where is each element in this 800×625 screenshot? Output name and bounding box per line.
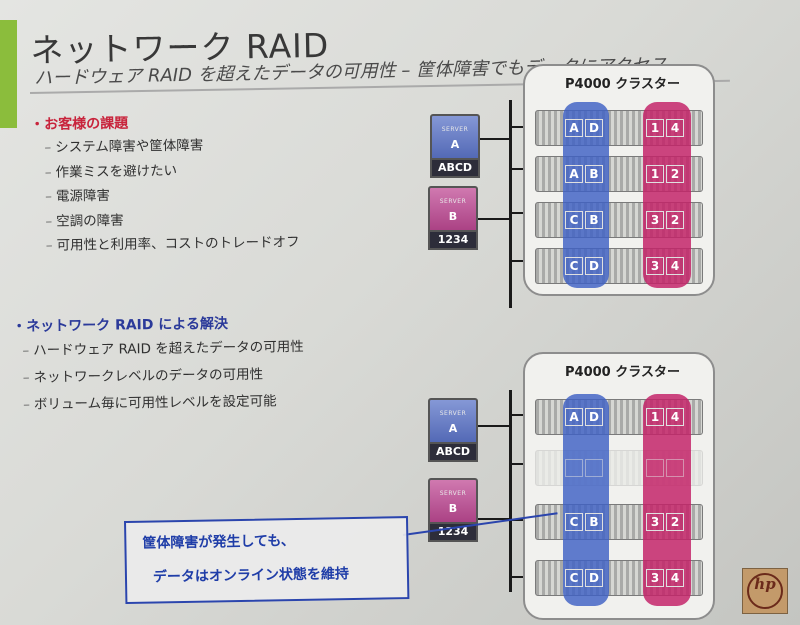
cluster-title: P4000 クラスター	[565, 365, 680, 380]
hp-logo: hp	[742, 568, 788, 614]
bus-link	[510, 260, 535, 262]
failure-callout: 筐体障害が発生しても、 データはオンライン状態を維持	[124, 516, 410, 604]
block-label: B	[585, 211, 603, 229]
bus-link	[476, 425, 510, 427]
callout-line-2: データはオンライン状態を維持	[152, 566, 350, 586]
cluster-title: P4000 クラスター	[565, 77, 680, 92]
block-label: 3	[646, 211, 664, 229]
block-label: 4	[666, 569, 684, 587]
server-label: SERVER	[441, 126, 469, 133]
block-label: 3	[646, 569, 664, 587]
block-label: 1	[646, 165, 664, 183]
list-item: –ボリューム毎に可用性レベルを設定可能	[23, 393, 277, 413]
bus-link	[510, 414, 535, 416]
volume-abcd	[563, 394, 609, 606]
logo-ring	[747, 573, 783, 609]
server-b: SERVER B 1234	[428, 478, 478, 542]
block-label: A	[565, 408, 583, 426]
list-item: –電源障害	[45, 187, 111, 205]
block-label: B	[585, 513, 603, 531]
server-letter: A	[448, 422, 458, 435]
block-label: 2	[666, 513, 684, 531]
block-label: 1	[646, 408, 664, 426]
server-data: ABCD	[428, 442, 478, 462]
bus-link	[510, 168, 535, 170]
block-label: 4	[666, 408, 684, 426]
block-label: D	[585, 257, 603, 275]
list-item: –ネットワークレベルのデータの可用性	[22, 366, 264, 386]
block-label	[585, 459, 603, 477]
bus-link	[510, 126, 535, 128]
block-label	[565, 459, 583, 477]
solution-section: ・ネットワーク RAID による解決 –ハードウェア RAID を超えたデータの…	[12, 312, 305, 419]
server-b: SERVER B 1234	[428, 186, 478, 250]
block-label: A	[565, 119, 583, 137]
server-letter: B	[448, 210, 458, 223]
list-item: –ハードウェア RAID を超えたデータの可用性	[22, 338, 304, 359]
block-label	[666, 459, 684, 477]
block-label: D	[585, 119, 603, 137]
p4000-cluster-2: P4000 クラスター A D 1 4 C B 3 2 C D 3 4	[523, 352, 715, 620]
solution-list: –ハードウェア RAID を超えたデータの可用性 –ネットワークレベルのデータの…	[12, 334, 304, 419]
server-label: SERVER	[439, 410, 467, 417]
section-heading: ・お客様の課題	[30, 115, 129, 133]
block-label: A	[565, 165, 583, 183]
list-item: –作業ミスを避けたい	[44, 162, 178, 181]
block-label: D	[585, 569, 603, 587]
block-label: 2	[666, 211, 684, 229]
block-label: 2	[666, 165, 684, 183]
section-heading: ・ネットワーク RAID による解決	[12, 315, 229, 335]
server-a: SERVER A ABCD	[430, 114, 480, 178]
customer-issues-section: ・お客様の課題 –システム障害や筐体障害 –作業ミスを避けたい –電源障害 –空…	[30, 110, 300, 258]
bus-link	[476, 518, 510, 520]
server-data: ABCD	[430, 158, 480, 178]
bus-link	[510, 463, 535, 465]
server-label: SERVER	[439, 490, 467, 497]
block-label: 4	[666, 119, 684, 137]
network-bus-2	[509, 390, 512, 592]
callout-line-1: 筐体障害が発生しても、	[142, 533, 295, 552]
bus-link	[510, 212, 535, 214]
server-letter: B	[448, 502, 458, 515]
block-label: C	[565, 257, 583, 275]
accent-bar	[0, 20, 17, 128]
block-label: C	[565, 513, 583, 531]
bus-link	[476, 218, 510, 220]
p4000-cluster-1: P4000 クラスター A D 1 4 A B 1 2 C B 3 2 C D …	[523, 64, 715, 296]
list-item: –システム障害や筐体障害	[44, 137, 204, 156]
issue-list: –システム障害や筐体障害 –作業ミスを避けたい –電源障害 –空調の障害 –可用…	[30, 132, 299, 258]
bus-link	[476, 138, 510, 140]
bus-link	[510, 519, 535, 521]
block-label: B	[585, 165, 603, 183]
block-label	[646, 459, 664, 477]
block-label: 4	[666, 257, 684, 275]
server-a: SERVER A ABCD	[428, 398, 478, 462]
logo-text: hp	[754, 575, 776, 593]
block-label: D	[585, 408, 603, 426]
block-label: 3	[646, 257, 664, 275]
server-letter: A	[450, 138, 460, 151]
server-data: 1234	[428, 230, 478, 250]
block-label: 3	[646, 513, 664, 531]
network-bus-1	[509, 100, 512, 308]
list-item: –空調の障害	[45, 212, 124, 230]
block-label: 1	[646, 119, 664, 137]
list-item: –可用性と利用率、コストのトレードオフ	[45, 234, 300, 254]
bus-link	[510, 576, 535, 578]
block-label: C	[565, 569, 583, 587]
block-label: C	[565, 211, 583, 229]
server-label: SERVER	[439, 198, 467, 205]
